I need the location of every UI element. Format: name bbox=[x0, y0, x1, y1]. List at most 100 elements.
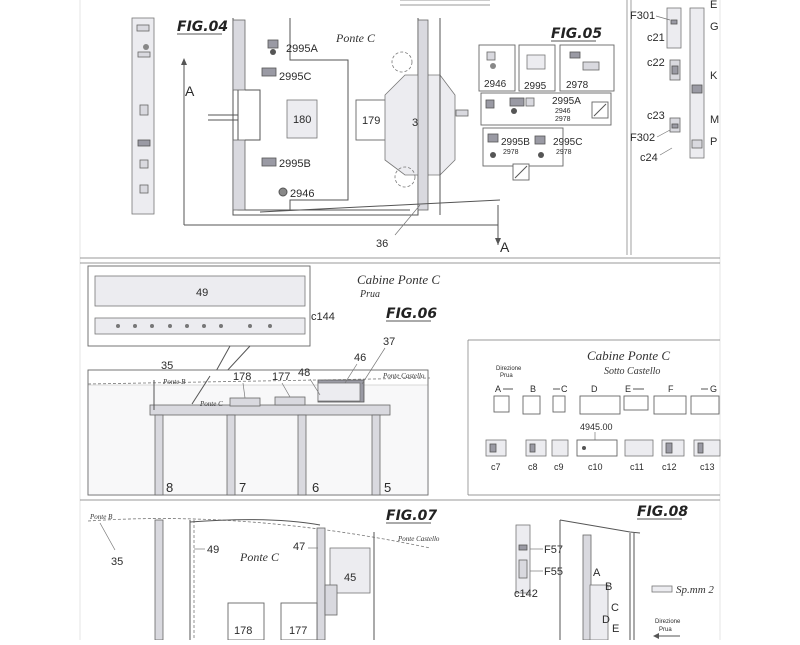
fig07-label-45: 45 bbox=[344, 572, 356, 584]
fig06-label-49: 49 bbox=[196, 287, 208, 299]
fig06-label-178: 178 bbox=[233, 371, 251, 383]
fig05-label-2995a: 2995A bbox=[552, 96, 581, 107]
fig08-label-a: A bbox=[593, 567, 601, 579]
fig04-title: FIG.04 bbox=[177, 19, 228, 35]
strip-letter-p: P bbox=[710, 136, 717, 148]
fig04-label-180: 180 bbox=[293, 114, 311, 126]
fig06-heading: Cabine Ponte C bbox=[357, 272, 440, 287]
strip-label-f301: F301 bbox=[630, 10, 655, 22]
cabine-letter-c: C bbox=[561, 384, 568, 394]
fig07-label-177: 177 bbox=[289, 625, 307, 637]
cabine-code-c8: c8 bbox=[528, 462, 538, 472]
cabine-subheading: Sotto Castello bbox=[604, 366, 660, 377]
fig08-label-f57: F57 bbox=[544, 544, 563, 556]
cabine-letter-f: F bbox=[668, 384, 674, 394]
fig-07: FIG.07 Ponte B Ponte Castello 35 49 Pont… bbox=[87, 508, 440, 641]
fig08-label-e: E bbox=[612, 623, 619, 635]
fig06-frame-7: 7 bbox=[239, 480, 246, 495]
cabine-sotto-castello: Cabine Ponte C Sotto Castello Direzione … bbox=[485, 348, 721, 472]
fig07-label-ponte-castello: Ponte Castello bbox=[397, 535, 440, 543]
cabine-value: 4945.00 bbox=[580, 422, 613, 432]
fig06-label-177: 177 bbox=[272, 371, 290, 383]
fig06-label-c144: c144 bbox=[311, 311, 335, 323]
fig04-label-2995b: 2995B bbox=[279, 158, 311, 170]
cabine-letter-b: B bbox=[530, 384, 536, 394]
fig05-label-2995b: 2995B bbox=[501, 137, 530, 148]
fig06-label-37: 37 bbox=[383, 336, 395, 348]
fig04-label-2946: 2946 bbox=[290, 188, 314, 200]
cabine-code-c13: c13 bbox=[700, 462, 715, 472]
fig06-frame-5: 5 bbox=[384, 480, 391, 495]
fig07-deck-label: Ponte C bbox=[239, 550, 280, 564]
fig07-label-47: 47 bbox=[293, 541, 305, 553]
fig06-title: FIG.06 bbox=[386, 306, 437, 322]
fig-04: FIG.04 Ponte C 180 179 39 bbox=[131, 17, 510, 255]
strip-letter-e: E bbox=[710, 0, 717, 11]
fig05-label-2995: 2995 bbox=[524, 81, 547, 92]
strip-letter-k: K bbox=[710, 70, 718, 82]
fig08-label-d: D bbox=[602, 614, 610, 626]
fig05-label-2995c: 2995C bbox=[553, 137, 582, 148]
fig08-label-b: B bbox=[605, 581, 612, 593]
fig06-label-ponte-b: Ponte B bbox=[162, 378, 186, 386]
fig07-label-35: 35 bbox=[111, 556, 123, 568]
fig05-label-2995a-sub1: 2946 bbox=[555, 108, 571, 115]
fig06-label-35: 35 bbox=[161, 360, 173, 372]
fig08-label-c142: c142 bbox=[514, 588, 538, 600]
fig04-deck-label: Ponte C bbox=[335, 31, 376, 45]
cabine-direction-2: Prua bbox=[500, 373, 513, 379]
strip-label-c22: c22 bbox=[647, 57, 665, 69]
strip-label-c23: c23 bbox=[647, 110, 665, 122]
fig06-label-48: 48 bbox=[298, 367, 310, 379]
fig08-title: FIG.08 bbox=[637, 504, 688, 520]
cabine-heading: Cabine Ponte C bbox=[587, 348, 670, 363]
cabine-letter-a: A bbox=[495, 384, 501, 394]
fig05-label-2978: 2978 bbox=[566, 80, 589, 91]
fig-08: FIG.08 F57 F55 c142 A B C D E Sp.mm 2 Di… bbox=[514, 504, 714, 641]
fig05-label-2995b-sub: 2978 bbox=[503, 149, 519, 156]
fig08-direction-2: Prua bbox=[659, 627, 672, 633]
fig08-label-f55: F55 bbox=[544, 566, 563, 578]
strip-label-c21: c21 bbox=[647, 32, 665, 44]
cabine-code-c10: c10 bbox=[588, 462, 603, 472]
cabine-code-c11: c11 bbox=[630, 462, 644, 472]
fig07-label-49: 49 bbox=[207, 544, 219, 556]
fig07-title: FIG.07 bbox=[386, 508, 437, 524]
fig-05: FIG.05 2946 2995 2978 2995A 2946 2978 29… bbox=[478, 26, 615, 181]
fig05-title: FIG.05 bbox=[551, 26, 602, 42]
right-detail-strip: F301 c21 c22 c23 F302 c24 E G K M P bbox=[630, 0, 719, 164]
fig05-label-2995a-sub2: 2978 bbox=[555, 116, 571, 123]
fig04-section-a-bottom: A bbox=[500, 239, 510, 255]
fig06-frame-8: 8 bbox=[166, 480, 173, 495]
fig04-section-a-top: A bbox=[185, 83, 195, 99]
cabine-letter-g: G bbox=[710, 384, 717, 394]
strip-letter-m: M bbox=[710, 114, 719, 126]
fig04-label-2995a: 2995A bbox=[286, 43, 318, 55]
fig04-label-36: 36 bbox=[376, 238, 388, 250]
fig06-label-ponte-c: Ponte C bbox=[199, 400, 223, 408]
cabine-direction-1: Direzione bbox=[496, 366, 522, 372]
fig08-label-sp: Sp.mm 2 bbox=[676, 584, 714, 596]
fig05-label-2995c-sub: 2978 bbox=[556, 149, 572, 156]
cabine-code-c7: c7 bbox=[491, 462, 501, 472]
fig07-label-ponte-b: Ponte B bbox=[89, 513, 113, 521]
strip-label-f302: F302 bbox=[630, 132, 655, 144]
fig06-label-ponte-castello: Ponte Castello bbox=[382, 372, 425, 380]
fig06-subheading: Prua bbox=[359, 289, 380, 300]
cabine-letter-e: E bbox=[625, 384, 631, 394]
strip-label-c24: c24 bbox=[640, 152, 658, 164]
fig04-label-2995c: 2995C bbox=[279, 71, 311, 83]
fig-06: Cabine Ponte C Prua FIG.06 49 c144 35 Po… bbox=[87, 265, 440, 496]
strip-letter-g: G bbox=[710, 21, 719, 33]
fig08-label-c: C bbox=[611, 602, 619, 614]
cabine-code-c9: c9 bbox=[554, 462, 564, 472]
fig05-label-2946: 2946 bbox=[484, 79, 507, 90]
fig08-direction-1: Direzione bbox=[655, 619, 681, 625]
cabine-letter-d: D bbox=[591, 384, 598, 394]
fig04-label-179: 179 bbox=[362, 115, 380, 127]
fig07-label-178: 178 bbox=[234, 625, 252, 637]
cabine-code-c12: c12 bbox=[662, 462, 677, 472]
fig06-frame-6: 6 bbox=[312, 480, 319, 495]
